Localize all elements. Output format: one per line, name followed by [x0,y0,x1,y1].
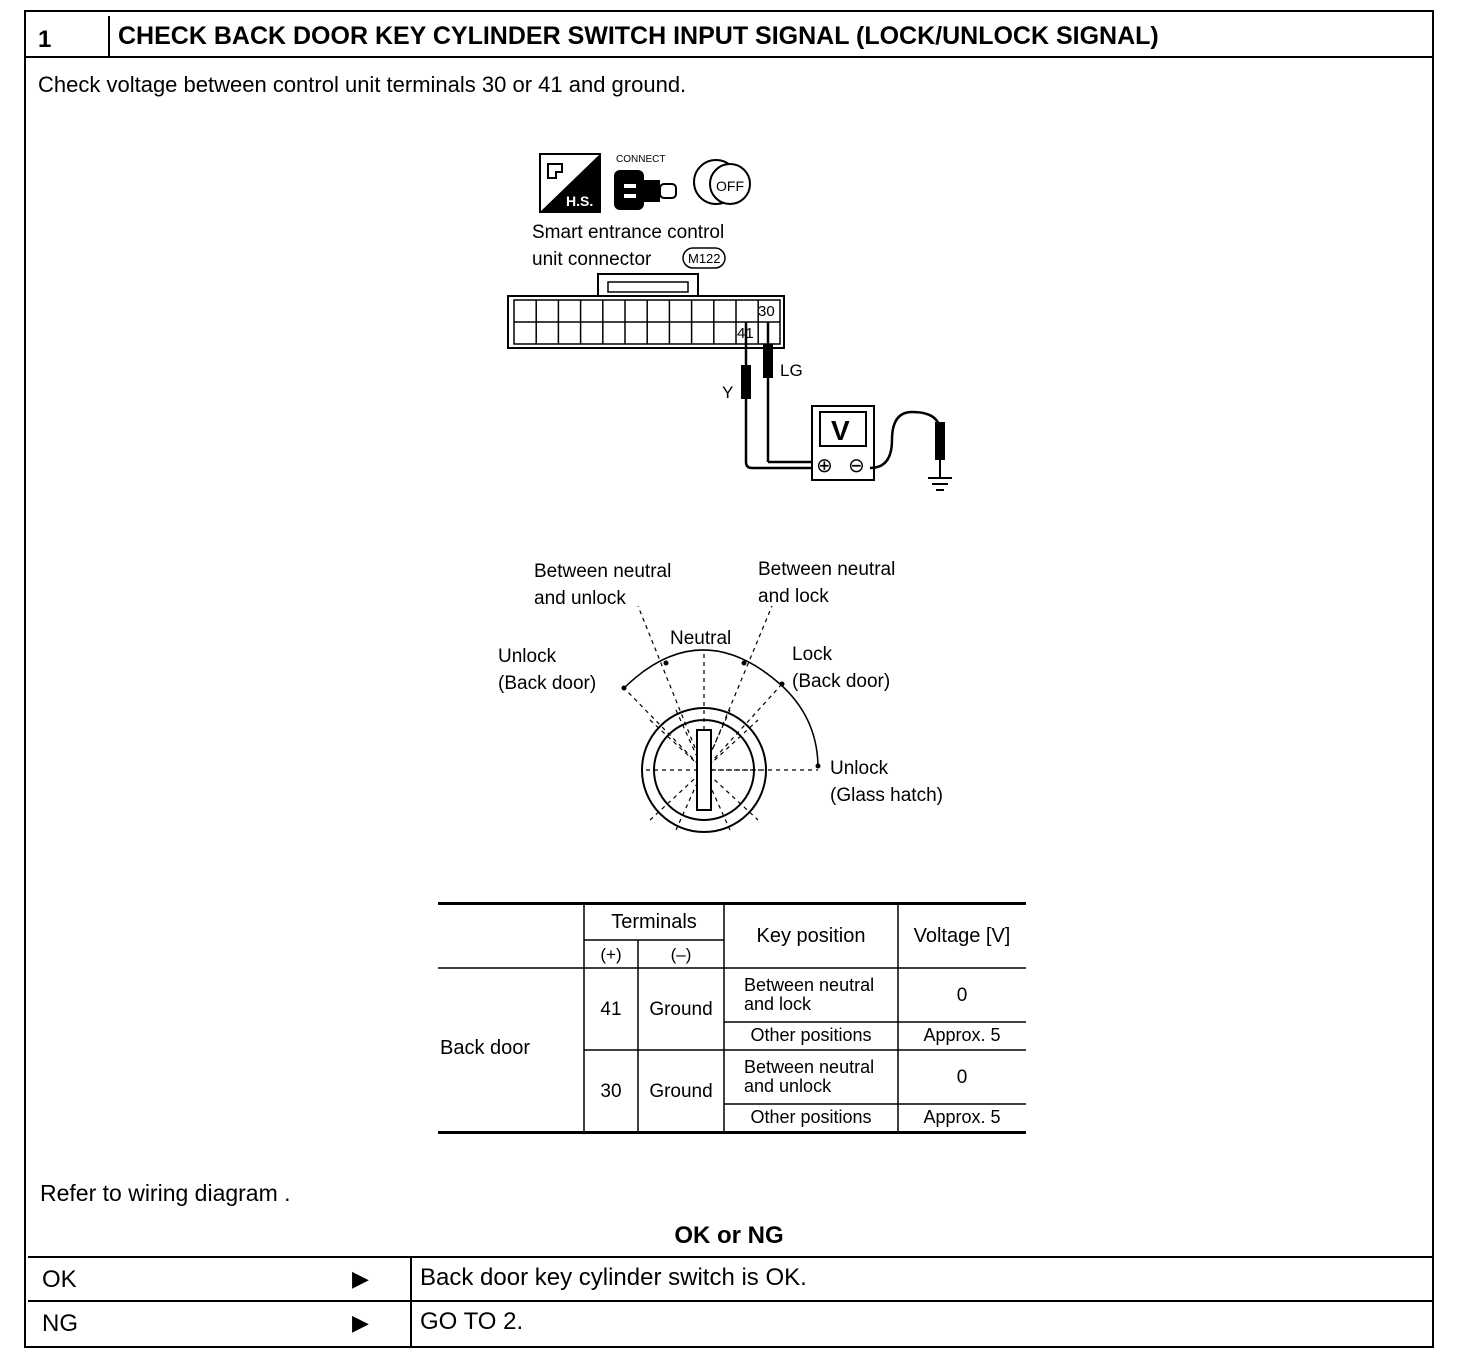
label-lock-back-2: (Back door) [792,671,890,692]
row2-voltage2: Approx. 5 [923,1107,1001,1127]
step-title: CHECK BACK DOOR KEY CYLINDER SWITCH INPU… [118,22,1159,50]
label-neutral: Neutral [670,628,731,649]
header-divider [108,16,110,58]
connector-id-badge: M122 [682,247,726,269]
step-number: 1 [38,26,52,53]
row1-voltage1: 0 [956,985,968,1006]
arrow-right-icon: ▶ [352,1266,369,1291]
voltmeter: V ⊕ ⊖ [811,405,952,491]
table-grid [438,902,1026,1134]
hs-label: H.S. [566,193,593,209]
row2-voltage1: 0 [956,1067,968,1088]
row1-position1: Between neutral and lock [744,975,875,1014]
connector-caption-1: Smart entrance control [532,222,724,243]
row2-position2: Other positions [750,1107,872,1127]
pin-30-label: 30 [758,303,775,320]
voltmeter-label: V [831,415,850,446]
label-between-unlock-2: and unlock [534,588,626,609]
ok-ng-title: OK or NG [674,1222,784,1249]
connect-label: CONNECT [616,154,665,165]
connector-body: 30 41 [507,273,785,349]
page-frame [24,10,1434,1348]
row1-voltage2: Approx. 5 [923,1025,1001,1045]
label-between-lock-2: and lock [758,586,829,607]
arrow-right-icon: ▶ [352,1310,369,1335]
probe-wires [741,322,812,470]
row2-position1: Between neutral and unlock [744,1057,875,1096]
result-divider [410,1302,412,1346]
head-minus: (–) [670,945,692,964]
ignition-label: OFF [716,178,744,194]
row1-minus: Ground [649,999,713,1020]
label-unlock-glass-1: Unlock [830,758,889,779]
row-label-back-door: Back door [440,1037,531,1059]
label-unlock-glass-2: (Glass hatch) [830,785,943,806]
meter-minus: ⊖ [848,455,865,477]
head-terminals: Terminals [611,911,697,933]
head-key-position: Key position [756,925,866,947]
result-row-ng: NG ▶ GO TO 2. [28,1300,1434,1346]
result-row-ok: OK ▶ Back door key cylinder switch is OK… [28,1256,1434,1302]
label-between-unlock-1: Between neutral [534,561,671,582]
row2-plus: 30 [600,1081,622,1102]
wire-y-label: Y [722,383,733,402]
meter-plus: ⊕ [816,455,833,477]
step-header: 1 CHECK BACK DOOR KEY CYLINDER SWITCH IN… [24,16,1434,58]
result-divider [410,1258,412,1302]
head-plus: (+) [600,945,622,964]
row2-minus: Ground [649,1081,713,1102]
voltage-table: Terminals (+) (–) Key position Voltage [… [438,902,1026,1134]
wire-lg-label: LG [780,361,803,380]
result-text: Back door key cylinder switch is OK. [420,1264,807,1291]
row1-position2: Other positions [750,1025,872,1045]
label-unlock-back-1: Unlock [498,646,557,667]
label-between-lock-1: Between neutral [758,559,895,580]
connect-icon: CONNECT [614,154,677,210]
diagram-canvas: H.S. CONNECT OFF Smart entrance control … [498,153,952,833]
row1-plus: 41 [600,999,622,1020]
hs-icon: H.S. [539,153,601,213]
label-lock-back-1: Lock [792,644,833,665]
connector-caption-2: unit connector [532,249,652,270]
ignition-off-icon: OFF [693,159,751,205]
connector-id: M122 [688,251,721,266]
result-text: GO TO 2. [420,1308,524,1335]
key-cylinder [621,605,821,833]
refer-text: Refer to wiring diagram . [40,1180,291,1206]
head-voltage: Voltage [V] [913,925,1011,947]
instruction-text: Check voltage between control unit termi… [38,72,687,97]
result-label: NG [42,1310,78,1337]
result-label: OK [42,1266,77,1293]
label-unlock-back-2: (Back door) [498,673,596,694]
